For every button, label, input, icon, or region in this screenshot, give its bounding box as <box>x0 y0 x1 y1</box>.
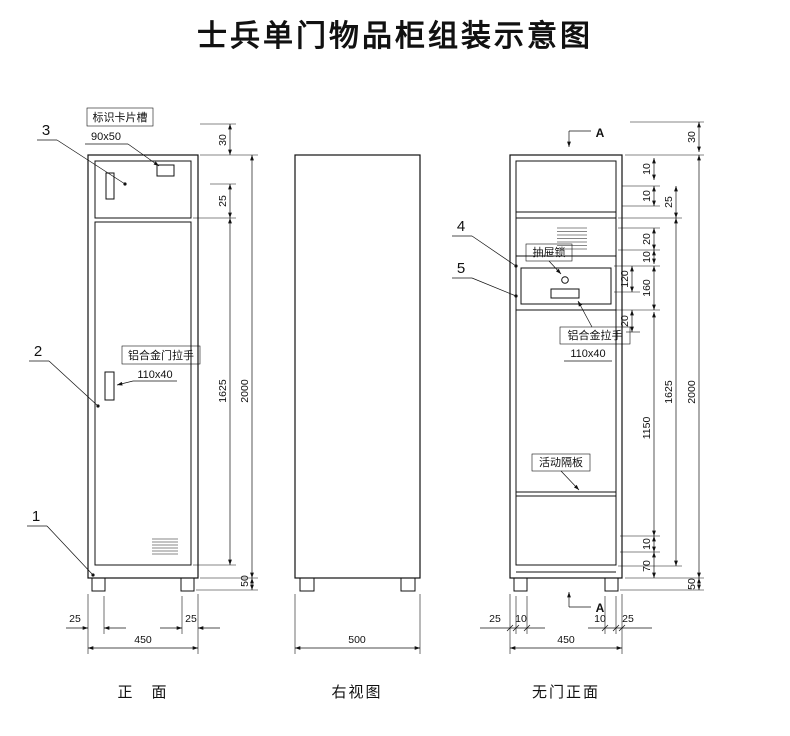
side-foot-left <box>299 577 315 592</box>
front-top-latch <box>105 172 115 200</box>
nodoor-dim-10-right: 10 <box>594 613 606 625</box>
part-number-1: 1 <box>32 508 40 525</box>
door-handle-size: 110x40 <box>137 369 172 381</box>
nodoor-dim-20b: 20 <box>619 315 631 327</box>
nodoor-dim-1625: 1625 <box>663 380 675 404</box>
card-slot-size: 90x50 <box>91 131 121 143</box>
drawer-handle-label: 铝合金拉手 <box>568 328 623 342</box>
nodoor-dim-70: 70 <box>641 560 653 572</box>
card-slot-label: 标识卡片槽 <box>93 110 148 124</box>
front-callouts: 3 标识卡片槽 90x50 2 铝合金门拉手 110x40 1 <box>27 107 201 577</box>
front-door-handle <box>104 371 115 401</box>
drawer-handle-size: 110x40 <box>570 348 605 360</box>
front-dim-1625: 1625 <box>217 379 229 403</box>
part-number-2: 2 <box>34 343 42 360</box>
nodoor-vent-slots <box>557 227 587 250</box>
front-vent-slots <box>152 538 178 555</box>
section-markers: A A <box>567 126 605 615</box>
nodoor-cabinet-body <box>509 154 623 579</box>
nodoor-dim-25-left: 25 <box>489 613 501 625</box>
front-dim-25-left: 25 <box>69 613 81 625</box>
front-dim-450: 450 <box>134 634 152 646</box>
side-view: 500 <box>294 154 421 654</box>
front-card-slot <box>156 164 175 177</box>
front-bottom-dimensions: 25 25 450 <box>66 594 220 654</box>
nodoor-dim-25-right: 25 <box>622 613 634 625</box>
nodoor-dim-10d: 10 <box>641 538 653 550</box>
side-view-caption: 右视图 <box>331 684 382 701</box>
nodoor-dim-30: 30 <box>686 131 698 143</box>
side-cabinet-body <box>294 154 421 579</box>
nodoor-view <box>509 154 623 592</box>
front-door <box>94 221 192 566</box>
drawer-handle <box>550 288 580 299</box>
drawing-title: 士兵单门物品柜组装示意图 <box>197 19 593 53</box>
nodoor-foot-right <box>604 577 619 592</box>
part-number-4: 4 <box>457 218 465 235</box>
nodoor-bottom-dimensions: 25 10 10 25 450 <box>480 594 652 654</box>
nodoor-view-caption: 无门正面 <box>532 684 600 701</box>
front-view-caption: 正 面 <box>117 684 168 701</box>
drawer-handle-label-box <box>559 326 631 345</box>
nodoor-dim-50: 50 <box>686 578 698 590</box>
nodoor-dim-10b: 10 <box>641 190 653 202</box>
front-dim-2000: 2000 <box>239 379 251 403</box>
nodoor-inner-liner <box>515 160 617 566</box>
front-dim-30: 30 <box>217 134 229 146</box>
nodoor-dim-10a: 10 <box>641 163 653 175</box>
side-dim-500: 500 <box>348 634 366 646</box>
front-vertical-dimensions: 30 25 1625 2000 50 <box>193 123 258 591</box>
door-handle-label: 铝合金门拉手 <box>128 348 194 362</box>
nodoor-dim-10-left: 10 <box>515 613 527 625</box>
nodoor-foot-left <box>513 577 528 592</box>
front-top-panel <box>94 160 192 219</box>
section-mark-bottom: A <box>596 601 605 615</box>
section-mark-top: A <box>596 126 605 140</box>
nodoor-dim-160: 160 <box>641 279 653 297</box>
side-foot-right <box>400 577 416 592</box>
nodoor-dim-20a: 20 <box>641 233 653 245</box>
shelf-label: 活动隔板 <box>539 455 583 469</box>
nodoor-dim-1150: 1150 <box>641 417 653 440</box>
front-foot-left <box>91 577 106 592</box>
nodoor-callouts: 4 5 抽屉锁 铝合金拉手 110x40 活动隔板 <box>452 218 631 491</box>
front-dim-25-right: 25 <box>185 613 197 625</box>
nodoor-vertical-dimensions: 120 20 10 10 20 10 160 1150 10 70 25 162… <box>614 121 704 591</box>
nodoor-dim-450: 450 <box>557 634 575 646</box>
part-number-5: 5 <box>457 260 465 277</box>
front-foot-right <box>180 577 195 592</box>
part-number-3: 3 <box>42 122 50 139</box>
drawer-lock <box>561 276 569 284</box>
nodoor-dim-120: 120 <box>619 270 631 288</box>
card-slot-label-box <box>86 107 154 127</box>
front-dim-25: 25 <box>217 195 229 207</box>
nodoor-dim-25: 25 <box>663 196 675 208</box>
nodoor-dim-10c: 10 <box>641 251 653 263</box>
nodoor-dim-2000: 2000 <box>686 380 698 404</box>
door-handle-label-box <box>121 345 201 365</box>
front-dim-50: 50 <box>239 575 251 587</box>
drawer-lock-label: 抽屉锁 <box>533 245 566 259</box>
drawer-front <box>520 267 612 305</box>
